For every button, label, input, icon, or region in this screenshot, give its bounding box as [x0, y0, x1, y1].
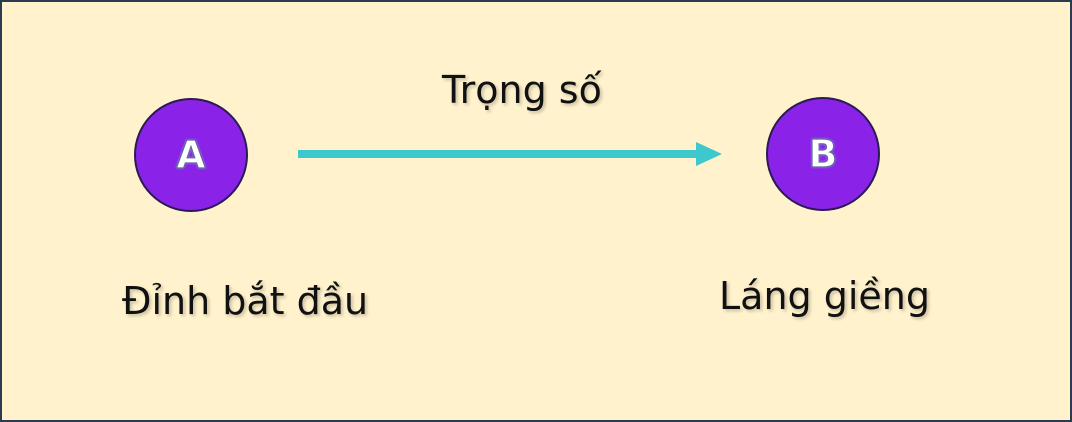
arrowhead-icon — [696, 142, 722, 166]
node-a: A — [134, 98, 248, 212]
node-b: B — [766, 97, 880, 211]
node-b-caption: Láng giềng — [719, 274, 931, 318]
node-b-label: B — [808, 131, 838, 176]
edge-weight-label: Trọng số — [442, 68, 602, 112]
node-a-label: A — [176, 132, 207, 177]
node-a-caption: Đỉnh bắt đầu — [122, 279, 369, 323]
